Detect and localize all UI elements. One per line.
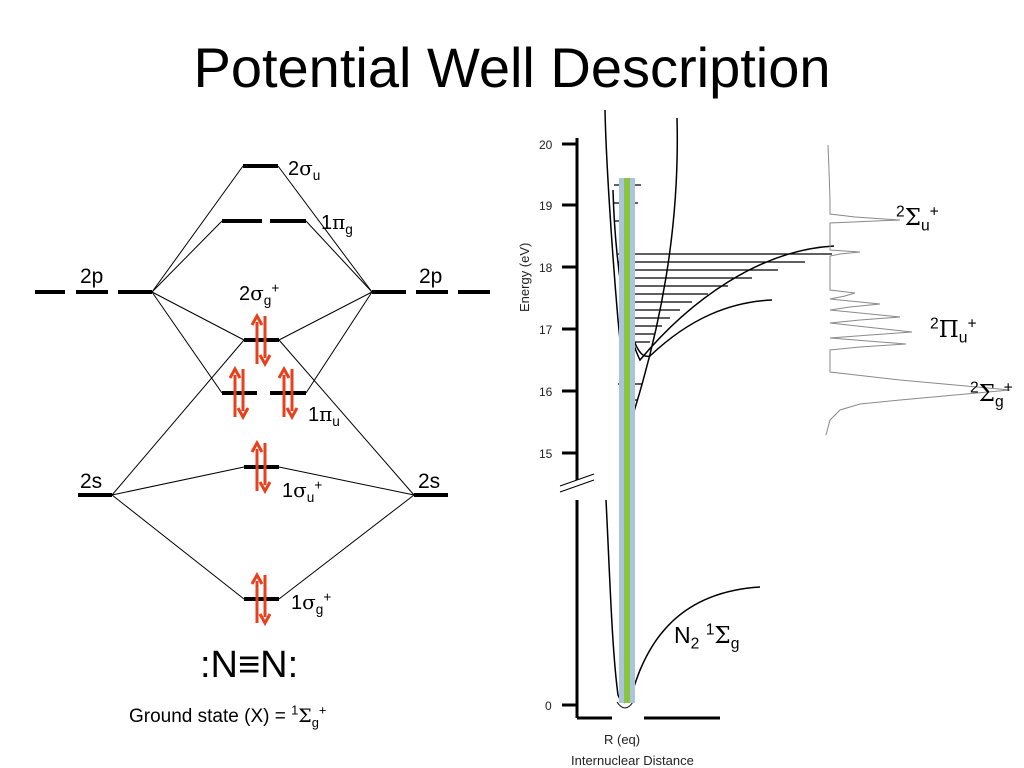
excitation-bar-green <box>624 178 630 703</box>
ao-label-2p-left: 2p <box>80 265 104 288</box>
x-tick-label-req: R (eq) <box>604 732 640 747</box>
ytick-15: 15 <box>539 447 553 461</box>
mo-label-1sg: 1σg+ <box>291 589 332 617</box>
mo-label-2sg: 2σg+ <box>239 280 280 308</box>
ion-state-label-2su: 2Σu+ <box>896 203 939 235</box>
ytick-20: 20 <box>539 138 553 152</box>
ao-label-2s-right: 2s <box>418 470 441 493</box>
mo-label-1pu: 1πu <box>308 402 340 429</box>
ion-curve-2sg <box>630 117 679 422</box>
electron-up-arrow-o1pu-0 <box>228 365 242 417</box>
ground-curve-label: N2 1Σg <box>674 621 740 653</box>
mo-label-1su: 1σu+ <box>282 477 323 505</box>
electron-arrows <box>228 312 299 627</box>
ytick-19: 19 <box>539 199 553 213</box>
electron-up-arrow-o1sg-0 <box>250 571 264 623</box>
ion-state-label-2sg: 2Σg+ <box>970 379 1013 411</box>
ao-label-2p-right: 2p <box>419 265 443 288</box>
photoelectron-spectrum <box>825 144 1011 436</box>
electron-down-arrow-o1su-0 <box>258 443 272 495</box>
electron-up-arrow-o1su-0 <box>250 439 264 491</box>
electron-down-arrow-o1sg-0 <box>258 575 272 627</box>
energy-axis <box>562 138 720 720</box>
electron-down-arrow-o1pu-1 <box>285 369 299 421</box>
mo-label-2su: 2σu <box>288 156 321 183</box>
ion-curve-2pu <box>632 299 773 358</box>
ion-state-label-2pu: 2Πu+ <box>930 315 977 347</box>
y-axis-label: Energy (eV) <box>517 243 532 312</box>
ytick-17: 17 <box>539 323 553 337</box>
ytick-16: 16 <box>539 385 553 399</box>
ytick-0: 0 <box>545 699 552 713</box>
ao-label-2s-left: 2s <box>80 470 103 493</box>
mo-levels <box>35 164 490 601</box>
ground-state-label: Ground state (X) = 1Σg+ <box>129 702 327 730</box>
electron-down-arrow-o2sg-0 <box>258 316 272 368</box>
ion-curve-2su <box>612 189 835 362</box>
axis-break-marks <box>559 473 595 493</box>
vibrational-levels <box>614 184 832 414</box>
electron-up-arrow-o1pu-1 <box>277 365 291 417</box>
ion-potential-curves <box>604 109 835 422</box>
mo-label-1pg: 1πg <box>321 210 353 237</box>
molecule-formula: :N≡N: <box>200 644 299 686</box>
electron-up-arrow-o2sg-0 <box>250 312 264 364</box>
x-axis-label: Internuclear Distance <box>571 753 694 768</box>
ytick-18: 18 <box>539 261 553 275</box>
slide-title: Potential Well Description <box>193 36 831 99</box>
electron-down-arrow-o1pu-0 <box>236 369 250 421</box>
mo-correlation-lines <box>111 165 415 600</box>
